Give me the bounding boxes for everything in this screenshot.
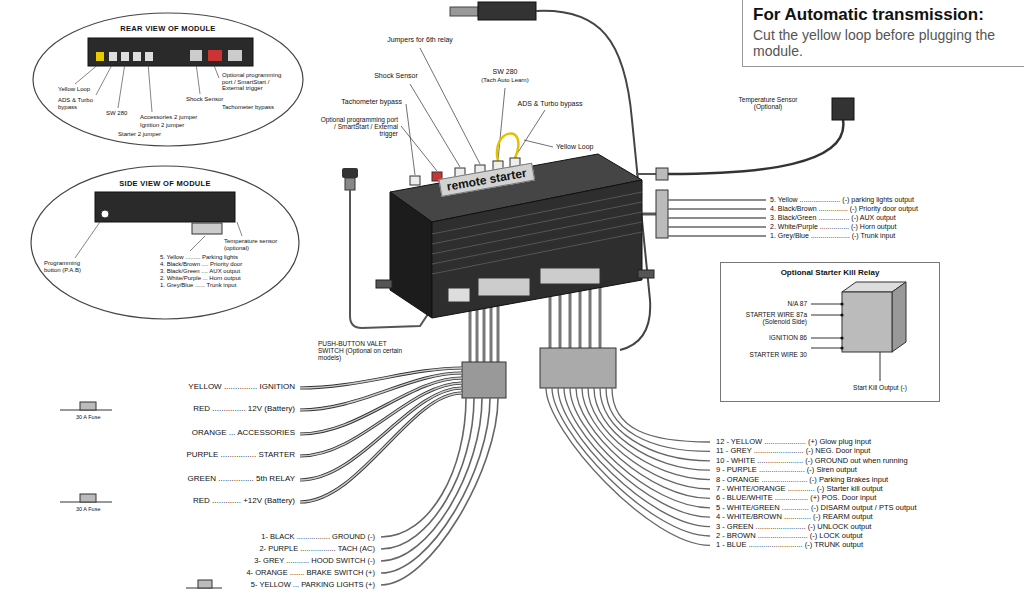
twelve-pin-connector xyxy=(540,348,616,388)
wire-label: YELLOW ............... IGNITION xyxy=(115,383,295,392)
pin-label: STARTER WIRE 30 xyxy=(727,351,807,358)
wire-label: 3- GREY ........... HOOD SWITCH (-) xyxy=(225,557,375,565)
note-heading: For Automatic transmission: xyxy=(753,5,1021,25)
wire-label: 2. White/Purple ............... (-) Horn… xyxy=(770,223,896,231)
wire-label: 4- ORANGE ....... BRAKE SWITCH (+) xyxy=(225,569,375,577)
yellow-loop xyxy=(497,134,518,161)
callout-label: Yellow Loop xyxy=(58,86,90,93)
wire-label: ORANGE ... ACCESSORIES xyxy=(115,429,295,438)
wire-label: 4. Black/Brown ............... (-) Prior… xyxy=(770,205,918,213)
wire-label: RED ............. +12V (Battery) xyxy=(115,497,295,506)
callout-label: Tachometer bypass xyxy=(318,98,402,106)
wire-label: 3. Black/Green .... AUX output xyxy=(160,268,240,275)
wire-label: 4 - WHITE/BROWN ............. (-) REARM … xyxy=(716,513,873,521)
wire-label: 4. Black/Brown .... Priority door xyxy=(160,261,242,268)
callout-label: Temperature Sensor (Optional) xyxy=(728,96,808,110)
wire-label: 5 - WHITE/GREEN ............. (-) DISARM… xyxy=(716,504,916,512)
callout-label: SW 280 xyxy=(106,110,127,117)
callout-label: Accessories 2 jumper xyxy=(140,114,197,121)
callout-label: ADS & Turbo bypass xyxy=(58,97,104,110)
callout-leaders xyxy=(401,48,553,175)
pin-label: IGNITION 86 xyxy=(727,334,807,341)
right-twelve-wires xyxy=(546,388,710,545)
wire-label: 9 - PURPLE ...................... (-) Si… xyxy=(716,466,857,474)
callout-label: Shock Sensor xyxy=(186,96,223,103)
pin-label: N/A 87 xyxy=(735,300,807,307)
side-view-drawing xyxy=(75,192,242,258)
callout-label: Optional programming port / SmartStart /… xyxy=(318,116,398,137)
callout-label: Jumpers for 6th relay xyxy=(368,36,472,44)
pin-label: Start Kill Output (-) xyxy=(830,384,930,391)
wire-label: 2 - BROWN ........................ (-) L… xyxy=(716,532,863,540)
wire-label: 1- BLACK ................ GROUND (-) xyxy=(225,533,375,541)
wire-label: 1 - BLUE .......................... (-) … xyxy=(716,541,863,549)
wire-label: 11 - GREY ........................ (-) N… xyxy=(716,447,870,455)
pin-label: STARTER WIRE 87a (Solenoid Side) xyxy=(727,311,807,325)
wire-label: 5. Yellow ......... Parking lights xyxy=(160,254,238,261)
wire-label: 2- PURPLE ................. TACH (AC) xyxy=(225,545,375,553)
relay-drawing xyxy=(811,282,906,381)
wire-label: 12 - YELLOW .................... (+) Glo… xyxy=(716,438,871,446)
wire-label: RED ............... 12V (Battery) xyxy=(115,405,295,414)
view-title: SIDE VIEW OF MODULE xyxy=(30,179,300,188)
callout-label: Programming button (P.A.B) xyxy=(44,260,98,273)
callout-label: Yellow Loop xyxy=(556,143,594,151)
wire-label: 7 - WHITE/ORANGE ............. (-) Start… xyxy=(716,485,883,493)
wire-label: 5- YELLOW ... PARKING LIGHTS (+) xyxy=(225,581,375,589)
wire-label: 3. Black/Green ................ (-) AUX … xyxy=(770,214,896,222)
temperature-sensor xyxy=(636,98,854,180)
wire-label: 3 - GREEN ........................ (-) U… xyxy=(716,523,871,531)
wire-label: 8 - ORANGE ...................... (-) Pa… xyxy=(716,476,888,484)
callout-label: Ignition 2 jumper xyxy=(140,122,184,129)
wire-label: 5. Yellow ..................... (-) park… xyxy=(770,196,914,204)
wire-label: 1. Grey/Blue .................... (-) Tr… xyxy=(770,232,895,240)
callout-label: Shock Sensor xyxy=(360,72,432,80)
power-connector xyxy=(462,362,506,398)
wire-label: PURPLE ................ STARTER xyxy=(115,451,295,460)
wire-label: 10 - WHITE ...................... (-) GR… xyxy=(716,457,908,465)
fuse-label: 30 A Fuse xyxy=(76,414,100,420)
note-box: For Automatic transmission:Cut the yello… xyxy=(742,0,1024,67)
callout-label: PUSH-BUTTON VALET SWITCH (Optional on ce… xyxy=(318,340,408,361)
callout-note: (Tach Auto Learn) xyxy=(462,77,548,84)
callout-label: Temperature sensor (optional) xyxy=(224,238,286,251)
wire-label: GREEN ................ 5th RELAY xyxy=(115,475,295,484)
wire-label: 1. Grey/Blue ...... Trunk input xyxy=(160,282,236,289)
fuse-label: 30 A Fuse xyxy=(76,506,100,512)
remote-starter-module: remote starter xyxy=(370,140,660,340)
view-title: REAR VIEW OF MODULE xyxy=(32,24,304,33)
callout-label: SW 280 xyxy=(470,68,540,76)
callout-label: ADS & Turbo bypass xyxy=(508,100,592,108)
callout-label: Optional programming port / SmartStart /… xyxy=(222,72,284,92)
callout-label: Starter 2 jumper xyxy=(118,131,161,138)
bottom-left-wires xyxy=(381,398,498,585)
relay-title: Optional Starter Kill Relay xyxy=(721,268,939,277)
five-pin-connector xyxy=(636,190,766,238)
wire-label: 6 - BLUE/WHITE ................ (+) POS.… xyxy=(716,494,876,502)
wire-label: 2. White/Purple ... Horn output xyxy=(160,275,241,282)
callout-label: Tachometer bypass xyxy=(222,104,274,111)
note-body: Cut the yellow loop before plugging the … xyxy=(753,27,1003,61)
left-harness-wires xyxy=(300,368,462,502)
starter-kill-relay-box: Optional Starter Kill Relay xyxy=(720,262,940,402)
